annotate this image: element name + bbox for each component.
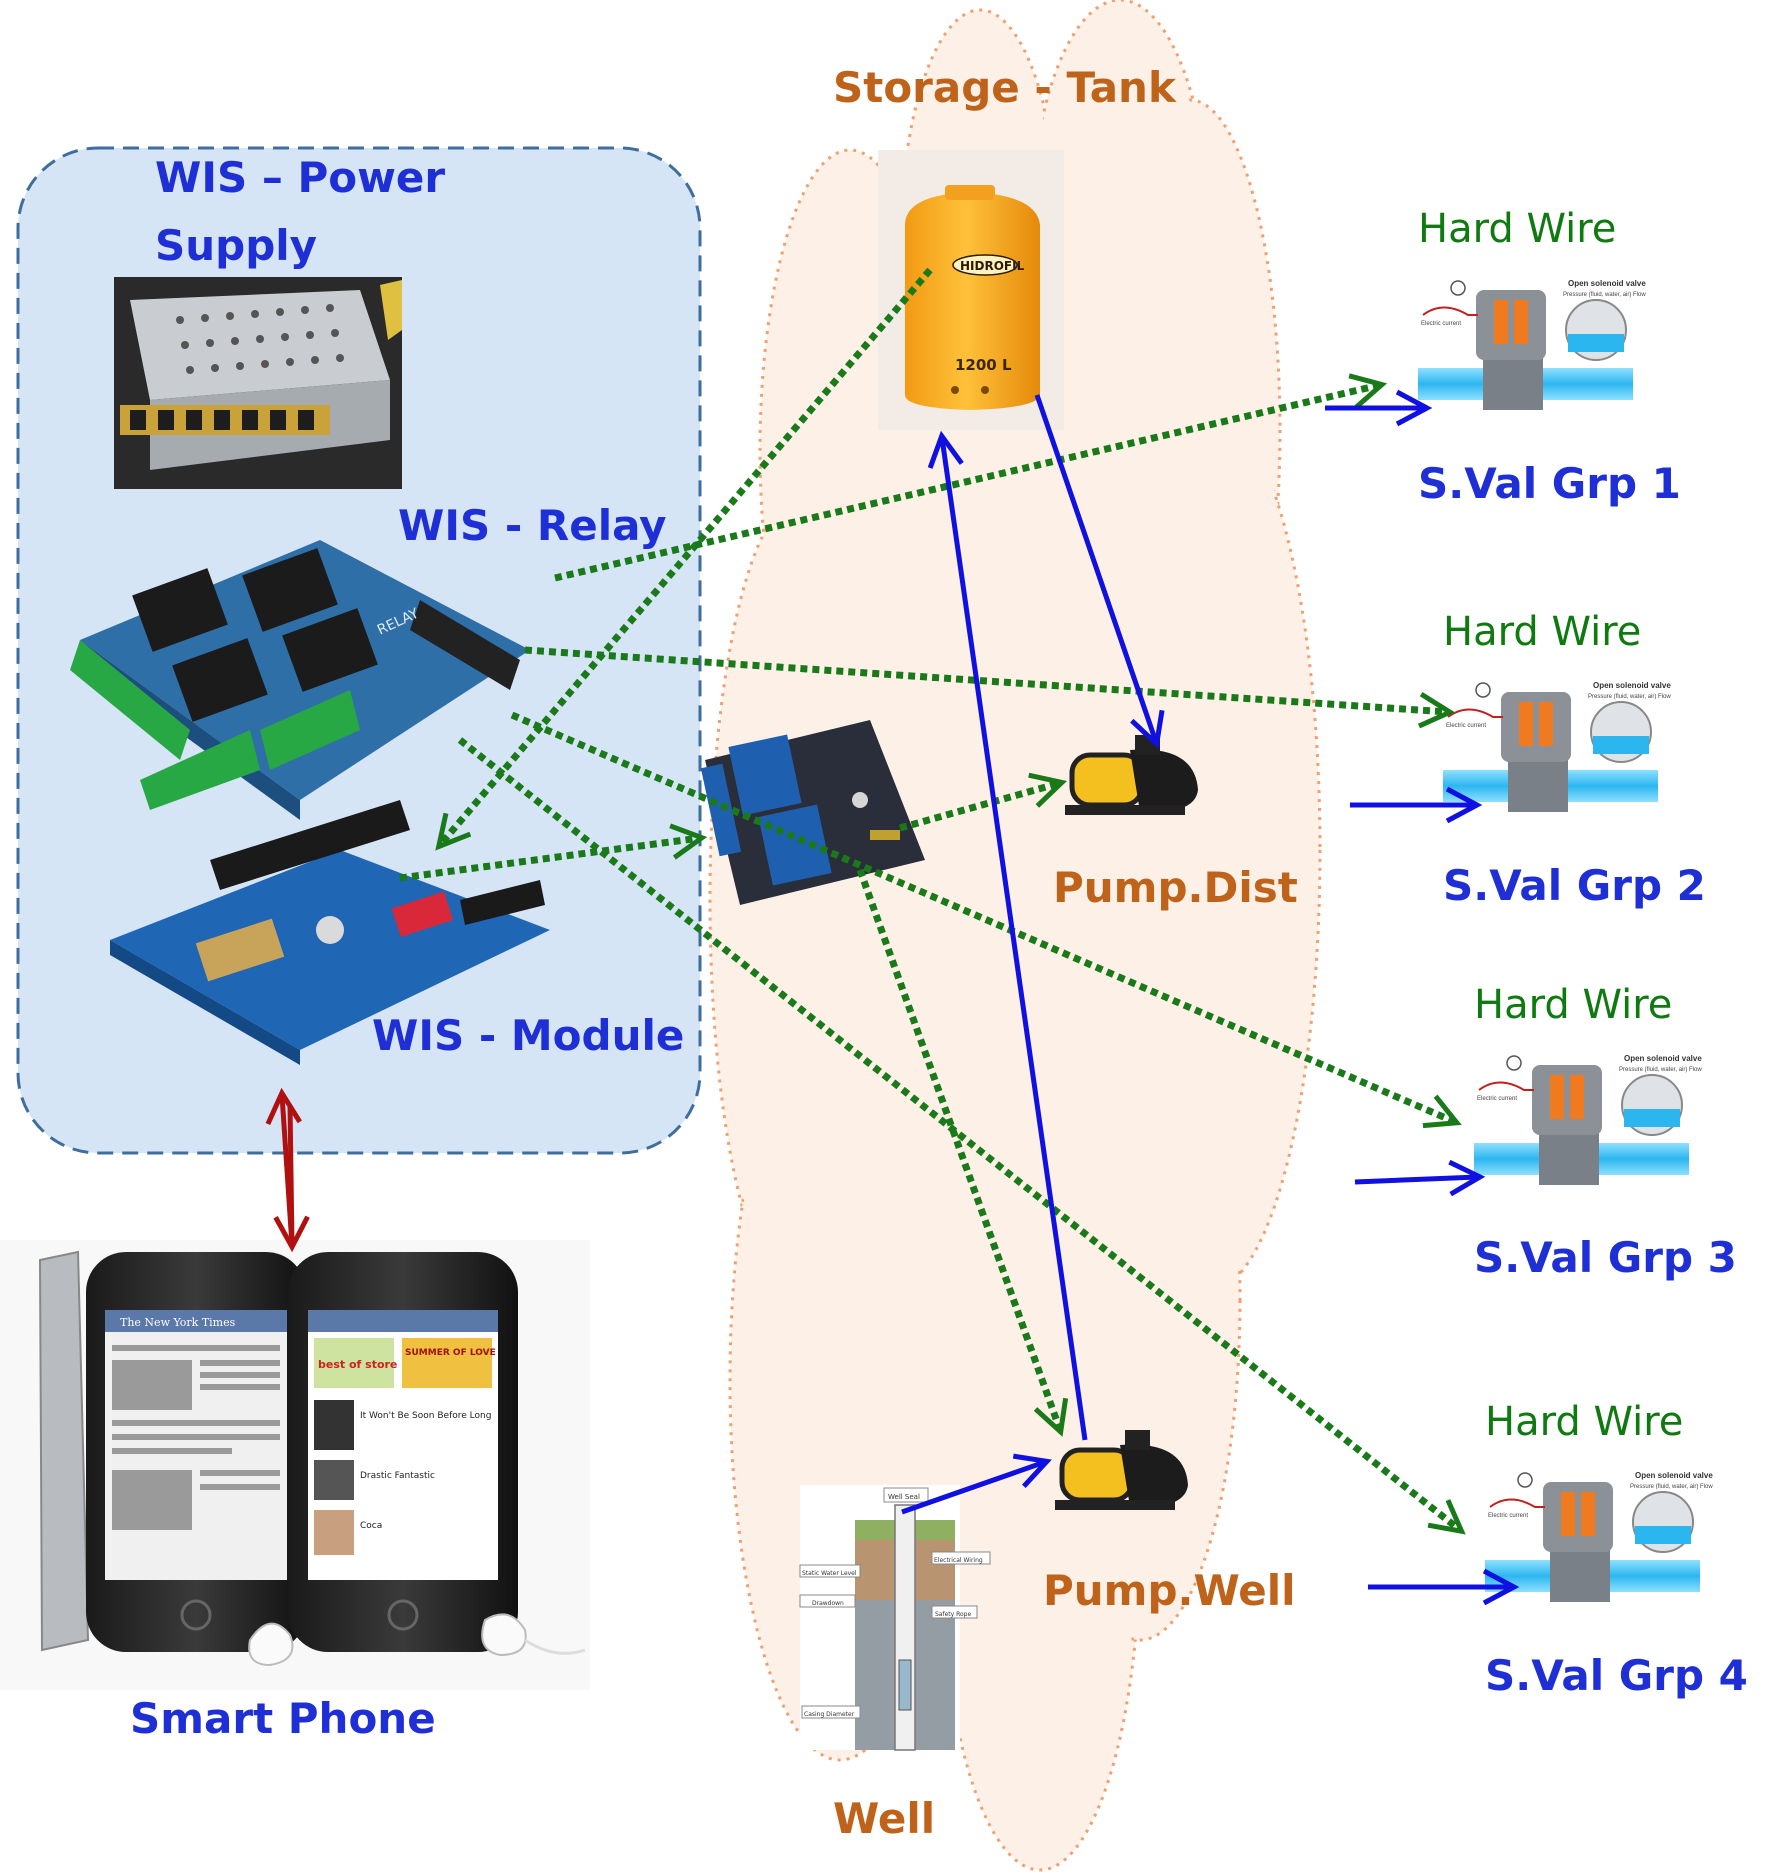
valve-group-label: S.Val Grp 4 (1485, 1651, 1748, 1700)
right-item-2: Drastic Fantastic (360, 1471, 435, 1481)
pipe-tank-to-pumpdist (1034, 394, 1165, 749)
link-tank-to-module (435, 267, 933, 851)
well-callout-static: Static Water Level (802, 1570, 857, 1577)
tank-capacity: 1200 L (955, 356, 1012, 374)
link-relaymodule-to-pumpdist (899, 772, 1068, 832)
link-relay-to-valve2 (524, 646, 1456, 729)
well-callout-rope: Safety Rope (935, 1611, 971, 1618)
relay-module-image (700, 720, 925, 905)
pump-image (1065, 735, 1198, 815)
valve-group-label: S.Val Grp 2 (1443, 861, 1706, 910)
pump-image (1055, 1430, 1188, 1510)
relay-shield-image: RELAY (70, 540, 530, 820)
valve-subtitle: Pressure (fluid, water, air) Flow (1588, 694, 1671, 700)
valve-group-label: S.Val Grp 3 (1474, 1233, 1737, 1282)
valve-current-label: Electric current (1488, 1513, 1528, 1519)
hard-wire-label: Hard Wire (1443, 609, 1641, 655)
valve-current-label: Electric current (1477, 1096, 1517, 1102)
hard-wire-label: Hard Wire (1485, 1399, 1683, 1445)
cloud-fill-core (714, 4, 1316, 1866)
wis-power-supply-label-2: Supply (155, 221, 317, 270)
right-banner-1: best of store (318, 1358, 397, 1371)
hard-wire-label: Hard Wire (1418, 206, 1616, 252)
valve-subtitle: Pressure (fluid, water, air) Flow (1563, 292, 1646, 298)
dotted-links (399, 267, 1466, 1535)
hard-wire-label: Hard Wire (1474, 982, 1672, 1028)
valve-title: Open solenoid valve (1568, 279, 1646, 288)
wis-power-supply-label-1: WIS – Power (155, 153, 445, 202)
well-diagram-image: Well Seal Static Water Level Drawdown El… (799, 1485, 991, 1751)
pipe-arrows (901, 389, 1520, 1606)
wifi-module-image (110, 800, 550, 1065)
smart-phone-label: Smart Phone (130, 1694, 436, 1743)
wis-module-label: WIS - Module (372, 1011, 684, 1060)
valve-subtitle: Pressure (fluid, water, air) Flow (1630, 1484, 1713, 1490)
smartphone-image: The New York Times best of store SUMMER … (0, 1240, 590, 1690)
link-relay-to-valve1 (554, 373, 1388, 582)
link-module-to-relaymodule (399, 823, 708, 882)
valve-title: Open solenoid valve (1624, 1054, 1702, 1063)
valve-subtitle: Pressure (fluid, water, air) Flow (1619, 1067, 1702, 1073)
left-screen-header: The New York Times (120, 1316, 236, 1329)
pipe-well-to-pumpwell (901, 1453, 1052, 1515)
water-tank-image: HIDROFIL 1200 L (878, 150, 1064, 430)
link-relay-to-valve4 (457, 737, 1466, 1535)
link-relay-to-valve3 (510, 711, 1462, 1129)
right-item-3: Coca (360, 1521, 382, 1531)
well-label: Well (833, 1794, 935, 1843)
valve-title: Open solenoid valve (1593, 681, 1671, 690)
well-callout-drawdown: Drawdown (812, 1600, 844, 1607)
right-banner-2: SUMMER OF LOVE (405, 1348, 496, 1358)
phone-link (265, 1087, 310, 1253)
link-relaymodule-to-pumpwell (856, 868, 1069, 1437)
valve-group-label: S.Val Grp 1 (1418, 459, 1681, 508)
well-callout-seal: Well Seal (888, 1493, 920, 1501)
wis-relay-label: WIS - Relay (398, 501, 667, 550)
storage-tank-label: Storage - Tank (833, 63, 1177, 112)
well-callout-casing: Casing Diameter (804, 1711, 855, 1718)
valve-current-label: Electric current (1421, 321, 1461, 327)
right-item-1: It Won't Be Soon Before Long (360, 1411, 491, 1421)
pump-well-label: Pump.Well (1043, 1566, 1296, 1615)
well-callout-wiring: Electrical Wiring (934, 1557, 983, 1564)
valve-title: Open solenoid valve (1635, 1471, 1713, 1480)
tank-brand: HIDROFIL (960, 259, 1025, 273)
pump-dist-label: Pump.Dist (1053, 863, 1298, 912)
valve-current-label: Electric current (1446, 723, 1486, 729)
power-supply-image (114, 277, 402, 489)
pipe-pumpwell-to-tank (927, 430, 1088, 1441)
pipe-inflow-valve3 (1354, 1159, 1486, 1197)
